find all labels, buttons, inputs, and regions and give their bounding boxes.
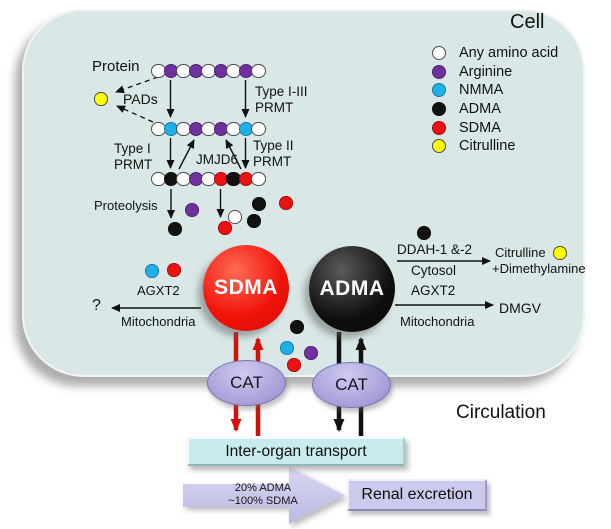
nmma-dot (145, 264, 159, 278)
cat-transporter-left: CAT (207, 360, 286, 406)
adma-dot (252, 197, 266, 211)
chain-residue-amino (251, 121, 266, 137)
citrulline-product-label: Citrulline (495, 245, 546, 260)
adma-dot (168, 222, 182, 236)
citrulline-dot (553, 246, 567, 260)
sdma-pool-circle: SDMA (203, 245, 289, 331)
ddah-label: DDAH-1 &-2 (397, 242, 473, 257)
inter-organ-transport-box: Inter-organ transport (187, 437, 405, 466)
sdma-dot (279, 196, 293, 210)
excretion-percentages-label: 20% ADMA ~100% SDMA (228, 482, 298, 508)
cat-right-label: CAT (335, 375, 368, 394)
sdma-dot (167, 263, 181, 277)
pads-arrow-bottom (116, 105, 154, 123)
agxt2-left-label: AGXT2 (137, 283, 180, 298)
jmjd6-arrow-left (178, 139, 195, 170)
amino-acid-dot-icon (432, 46, 446, 61)
type-i-iii-prmt-label: Type I-III PRMT (255, 84, 308, 115)
jmjd6-arrow-right (225, 139, 242, 170)
pads-label: PADs (123, 91, 158, 107)
adma-dot (417, 226, 431, 240)
legend-item-arginine: Arginine (432, 63, 558, 82)
renal-excretion-box: Renal excretion (347, 479, 487, 511)
adma-pool-label: ADMA (319, 277, 385, 300)
sdma-dot-icon (432, 120, 446, 135)
arginine-dot (185, 203, 199, 217)
proteolysis-label: Proteolysis (94, 198, 158, 213)
pads-arrow-top (115, 76, 159, 94)
citrulline-dot-icon (432, 139, 446, 154)
excretion-flow-arrow: 20% ADMA ~100% SDMA (183, 467, 345, 524)
sdma-dot (287, 358, 301, 372)
cell-boundary (22, 9, 585, 377)
legend-item-adma: ADMA (432, 100, 558, 119)
cat-transporter-right: CAT (312, 362, 391, 408)
nmma-dot-icon (432, 83, 446, 98)
cat-left-label: CAT (230, 373, 263, 392)
circulation-label: Circulation (456, 402, 546, 423)
type-i-prmt-label: Type I PRMT (114, 141, 153, 172)
legend-item-citrulline: Citrulline (432, 137, 558, 156)
mitochondria-left-label: Mitochondria (121, 314, 196, 329)
type-ii-prmt-label: Type II PRMT (253, 138, 294, 169)
legend-item-nmma: NMMA (432, 81, 558, 100)
chain-residue-amino (251, 63, 266, 79)
inter-organ-transport-label: Inter-organ transport (225, 442, 367, 460)
question-mark-label: ? (92, 297, 101, 314)
adma-dot-icon (432, 102, 446, 117)
nmma-dot (280, 341, 294, 355)
legend-item-sdma: SDMA (432, 118, 558, 137)
sdma-dot (218, 221, 232, 235)
renal-excretion-label: Renal excretion (361, 486, 473, 503)
cytosol-label: Cytosol (411, 263, 457, 278)
cell-label: Cell (510, 11, 545, 33)
jmjd6-label: JMJD6 (196, 152, 239, 167)
arginine-dot (304, 346, 318, 360)
dmgv-label: DMGV (499, 300, 541, 316)
amino-dot (228, 210, 242, 224)
chain-residue-amino (251, 171, 266, 187)
arginine-dot-icon (432, 64, 446, 79)
legend-item-any-amino-acid: Any amino acid (432, 44, 558, 63)
adma-dot (247, 214, 261, 228)
citrulline-dot (94, 92, 108, 106)
adma-dot (290, 320, 304, 334)
protein-label: Protein (92, 58, 140, 75)
legend: Any amino acid Arginine NMMA ADMA SDMA C… (432, 44, 558, 156)
mitochondria-right-label: Mitochondria (400, 314, 475, 329)
dimethylamine-label: +Dimethylamine (492, 261, 586, 276)
adma-pool-circle: ADMA (309, 246, 395, 332)
agxt2-right-label: AGXT2 (411, 283, 456, 298)
sdma-pool-label: SDMA (214, 276, 278, 299)
